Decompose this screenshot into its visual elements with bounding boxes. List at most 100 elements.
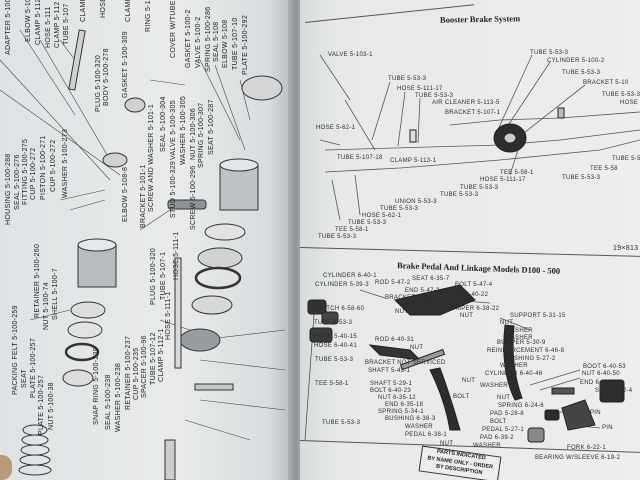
part-label: SPACER 5-100-96	[141, 335, 148, 398]
part-label: BOLT	[453, 394, 470, 400]
part-label: ELBOW 5-108	[222, 19, 229, 68]
part-label: HOUSING 5-100-288	[5, 153, 12, 225]
part-label: TUBE 5-53-3	[440, 192, 479, 198]
part-label: NUT	[395, 309, 409, 315]
part-label: CUP 5-100-272	[30, 147, 37, 200]
part-label: SCREW AND WASHER 5-101-1	[148, 103, 155, 212]
part-label: PEDAL 6-38-1	[405, 432, 448, 438]
part-label: HOSE 5-62-1	[316, 125, 356, 131]
part-label: NUT 5-100-38	[48, 382, 55, 430]
part-label: STUD 5-100-329	[170, 160, 177, 218]
part-label: TUBE 5-53-3	[612, 156, 640, 162]
part-label: END 5-47-3	[405, 288, 440, 294]
part-label: BUMPER 6-38-22	[447, 306, 500, 312]
part-label: CYLINDER 5-100-2	[547, 58, 605, 64]
part-label: PEDAL 5-27-1	[482, 427, 525, 433]
part-label: CLAMP 5-112	[80, 0, 87, 22]
part-label: CUP 5-100-235	[133, 347, 140, 400]
part-label: SPRING 6-35-1	[412, 302, 458, 308]
part-label: PIN	[602, 425, 613, 431]
part-label: BRACKET 5-10	[583, 80, 629, 86]
part-label: RETAINER 5-100-237	[125, 335, 132, 410]
part-label: BOLT	[490, 419, 507, 425]
part-label: PLUG 5-100-320	[150, 247, 157, 305]
part-label: BODY 5-100-278	[103, 48, 110, 106]
part-label: SEAL 6-22-4	[595, 388, 633, 394]
part-label: COVER W/TUBE 5-100-306	[170, 0, 177, 58]
part-label: HOSE 5-11	[100, 0, 107, 18]
part-label: TUBE 5-53-3	[322, 420, 361, 426]
part-label: CLAMP 5-112-1	[158, 328, 165, 382]
part-label: FORK 6-22-1	[567, 445, 606, 451]
part-label: NUT	[460, 313, 474, 319]
part-label: WASHER	[473, 443, 501, 449]
part-label: CLAMP 5-112	[54, 1, 61, 48]
part-label: CYLINDER 6-40-46	[485, 371, 543, 377]
part-label: WASHER	[405, 424, 433, 430]
part-label: HOSE 6-40-41	[314, 343, 357, 349]
part-label: TUBE 5-107-1	[160, 251, 167, 300]
part-label: SEAL 5-100-304	[160, 96, 167, 152]
part-label: SHELL 5-100-7	[52, 268, 59, 320]
part-label: TUBE 5-53-3	[318, 234, 357, 240]
part-label: HOSE 5-111-17	[397, 86, 443, 92]
part-label: TUBE 5-107-10	[232, 17, 239, 70]
part-label: SPRING 5-100-307	[198, 102, 205, 169]
part-label: BOLT 5-47-4	[455, 282, 493, 288]
part-label: RING 5-100	[145, 0, 152, 32]
part-label: TUBE 5-53-3	[314, 320, 353, 326]
part-label: SWITCH 6-58-60	[314, 306, 365, 312]
part-label: SHAFT 5-29-1	[370, 381, 413, 387]
part-label: NUT	[497, 395, 511, 401]
part-label: NUT	[462, 378, 476, 384]
part-label: TEE 5-58	[590, 166, 618, 172]
part-label: BUMPER 5-30-9	[497, 340, 546, 346]
part-label: WASHER	[500, 363, 528, 369]
part-label: PLATE 5-100-257	[38, 374, 45, 435]
part-label: NUT 5-100-74	[43, 282, 50, 330]
part-label: TUBE 5-53-3	[380, 206, 419, 212]
part-label: SEAT	[21, 369, 28, 388]
part-label: PAD 5-28-8	[490, 411, 524, 417]
part-label: NUT 6-35-12	[378, 395, 416, 401]
part-label: HOSE 5-62-1	[362, 213, 402, 219]
part-label: UNION 5-53-3	[395, 199, 437, 205]
part-label: PLATE 5-100-257	[30, 337, 37, 398]
part-label: NUT	[410, 345, 424, 351]
part-label: BUSHING 6-38-3	[385, 416, 436, 422]
part-label: TEE 5-58-1	[335, 227, 369, 233]
part-label: HOSE 5-40-15	[314, 334, 357, 340]
part-label: SPRING 6-24-6	[498, 403, 544, 409]
part-label: SEAL 5-108	[213, 21, 220, 63]
part-label: SEAT 5-100-287	[208, 99, 215, 155]
left-page-parts-drawing	[0, 29, 286, 480]
part-label: REINFORCEMENT 6-46-8	[487, 348, 565, 354]
part-label: SEAL 5-100-276	[14, 154, 21, 210]
part-label: SHAFT 5-43-1	[368, 368, 411, 374]
part-label: VALVE 5-100-305	[170, 100, 177, 160]
part-label: WASHER	[505, 328, 533, 334]
part-label: TEE 5-58-1	[315, 381, 349, 387]
part-label: TUBE 5-53-3	[415, 93, 454, 99]
part-label: CYLINDER 6-40-1	[323, 273, 377, 279]
part-label: HOSE	[620, 100, 639, 106]
part-label: HOSE 5-111-1	[173, 231, 180, 280]
part-label: END 6-24-3	[580, 380, 615, 386]
part-label: TUBE 5-53-3	[530, 50, 569, 56]
part-label: SNAP RING 5-100-239	[93, 347, 100, 425]
part-label: ROD 6-40-31	[375, 337, 414, 343]
part-label: SPRING 5-100-286	[205, 6, 212, 73]
part-label: AIR CLEANER 5-113-5	[432, 100, 500, 106]
part-label: BRACKET NOT SERVICED	[365, 360, 446, 366]
part-label: TUBE 5-53-3	[562, 175, 601, 181]
part-label: HOSE 5-111-17	[480, 177, 526, 183]
part-label: WASHER	[505, 335, 533, 341]
part-label: GASKET 5-100-309	[122, 31, 129, 98]
part-label: BOLT 6-40-23	[370, 388, 412, 394]
part-label: ROD 5-47-2	[375, 280, 411, 286]
part-label: PAD 6-39-2	[480, 435, 514, 441]
part-label: CLAMP 5-113-1	[390, 158, 437, 164]
part-label: HOSE 5-111	[45, 6, 52, 48]
part-label: TUBE 5-53-3	[460, 185, 499, 191]
